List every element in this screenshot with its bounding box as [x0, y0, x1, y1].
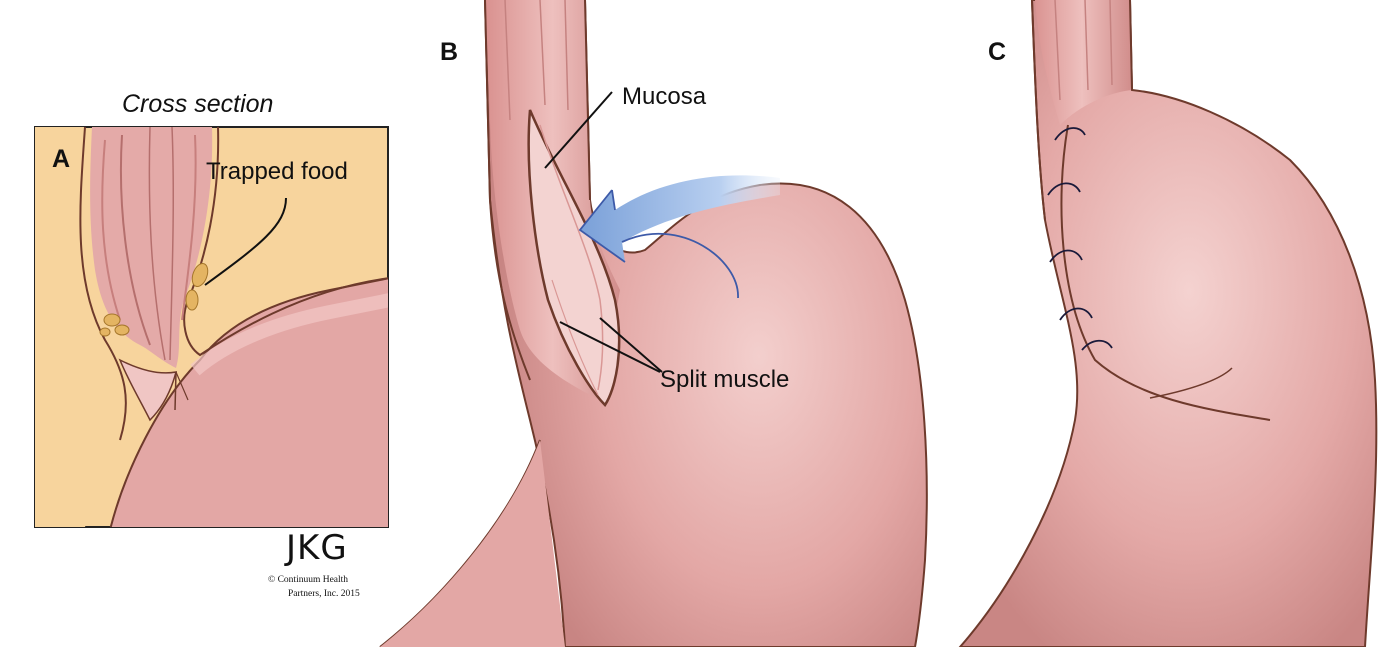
- cross-section-title: Cross section: [122, 90, 273, 119]
- panel-c-letter: C: [988, 38, 1006, 67]
- panel-b-letter: B: [440, 38, 458, 67]
- panel-c: [960, 0, 1376, 647]
- split-muscle-label: Split muscle: [660, 366, 789, 394]
- panel-a: [35, 127, 390, 530]
- mucosa-label: Mucosa: [622, 83, 706, 111]
- copyright-line-1: © Continuum Health: [268, 574, 348, 586]
- copyright-line-2: Partners, Inc. 2015: [288, 588, 360, 600]
- panel-a-letter: A: [52, 145, 70, 174]
- trapped-food-label: Trapped food: [206, 158, 348, 186]
- stomach-c: [960, 0, 1376, 647]
- artist-signature: JKG: [286, 528, 348, 568]
